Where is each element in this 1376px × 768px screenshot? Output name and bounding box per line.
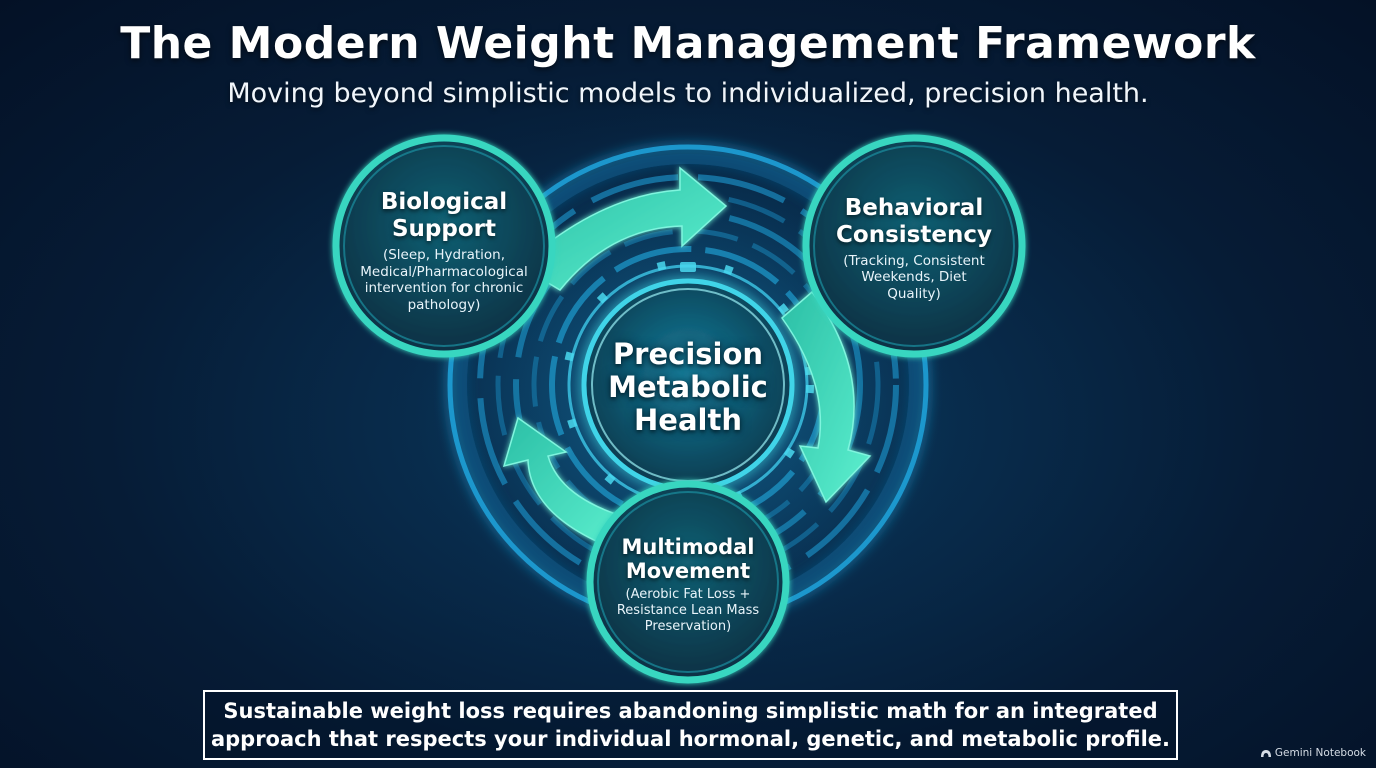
node-title: Support xyxy=(391,216,496,242)
node-behavioral-consistency: Behavioral Consistency (Tracking, Consis… xyxy=(814,186,1014,311)
desc-line: Resistance Lean Mass xyxy=(616,603,760,618)
gemini-logo-icon xyxy=(1260,750,1271,757)
node-description: (Sleep, Hydration, Medical/Pharmacologic… xyxy=(360,247,527,313)
arrow-movement-to-biological xyxy=(502,416,630,549)
gemini-notebook-badge: Gemini Notebook xyxy=(1260,747,1366,759)
node-title: Biological xyxy=(380,189,508,215)
desc-line: pathology) xyxy=(407,296,481,313)
node-biological-support: Biological Support (Sleep, Hydration, Me… xyxy=(344,176,544,326)
node-title: Consistency xyxy=(836,221,992,248)
summary-box: Sustainable weight loss requires abandon… xyxy=(203,690,1178,760)
node-description: (Aerobic Fat Loss + Resistance Lean Mass… xyxy=(617,587,759,635)
desc-line: Preservation) xyxy=(644,619,732,634)
desc-line: Medical/Pharmacological xyxy=(360,263,528,280)
center-line: Precision xyxy=(612,336,764,371)
desc-line: (Aerobic Fat Loss + xyxy=(625,587,751,602)
center-hub xyxy=(581,262,795,508)
desc-line: Quality) xyxy=(887,285,941,302)
desc-line: (Sleep, Hydration, xyxy=(382,247,506,263)
center-line: Health xyxy=(634,402,742,437)
summary-line: approach that respects your individual h… xyxy=(210,727,1171,751)
node-title: Multimodal xyxy=(621,535,755,559)
node-title: Movement xyxy=(625,559,751,583)
desc-line: (Tracking, Consistent xyxy=(843,252,985,269)
node-circle-behavioral xyxy=(802,134,1026,358)
arrow-behavioral-to-movement xyxy=(780,290,872,504)
center-line: Metabolic xyxy=(608,369,768,404)
badge-label: Gemini Notebook xyxy=(1274,747,1366,759)
desc-line: Weekends, Diet xyxy=(861,269,967,286)
page-title: The Modern Weight Management Framework xyxy=(120,18,1256,69)
desc-line: intervention for chronic xyxy=(364,280,524,296)
center-label: Precision Metabolic Health xyxy=(588,322,788,452)
arrow-biological-to-behavioral xyxy=(518,166,728,291)
cycle-arrows xyxy=(502,166,872,549)
summary-line: Sustainable weight loss requires abandon… xyxy=(223,699,1158,723)
node-multimodal-movement: Multimodal Movement (Aerobic Fat Loss + … xyxy=(598,526,778,644)
node-title: Behavioral xyxy=(844,194,984,221)
node-circle-movement xyxy=(586,480,790,684)
node-circle-biological xyxy=(332,134,556,358)
node-description: (Tracking, Consistent Weekends, Diet Qua… xyxy=(843,253,985,303)
